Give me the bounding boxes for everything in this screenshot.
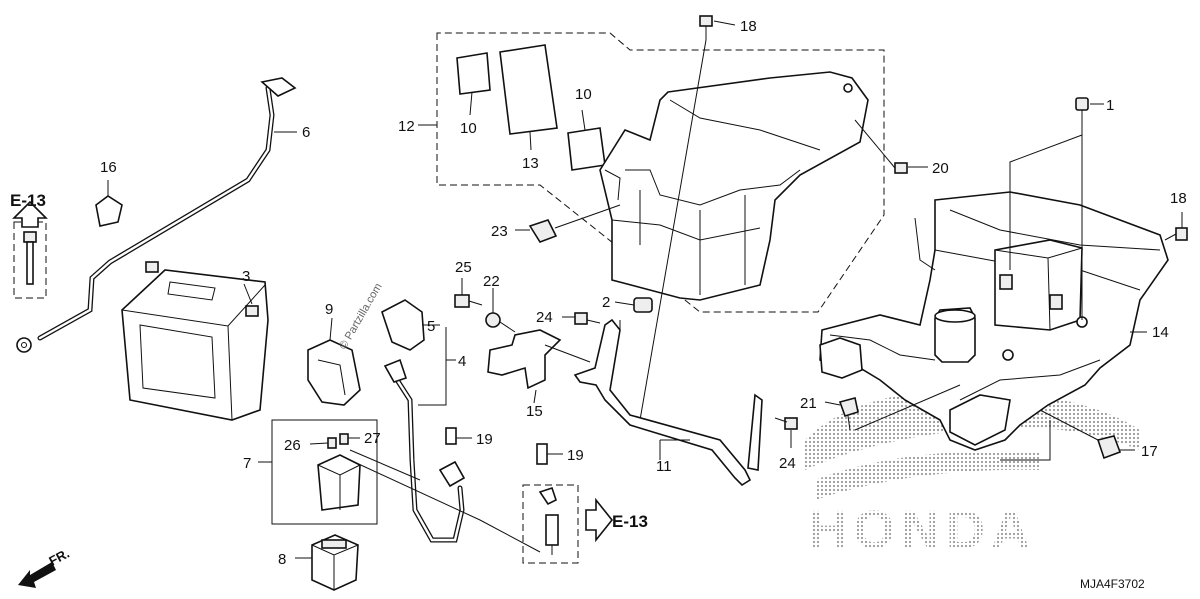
ref-arrow-right: E-13 (585, 497, 648, 543)
callout-13: 13 (522, 155, 539, 172)
connector-19-a (445, 427, 472, 445)
callout-24-a: 24 (536, 309, 553, 326)
callout-14: 14 (1152, 324, 1169, 341)
bolt-25 (454, 278, 483, 308)
callout-15: 15 (526, 403, 543, 420)
battery-3 (121, 261, 269, 421)
grommet-2 (614, 297, 653, 313)
ref-label-top-left: E-13 (10, 191, 46, 210)
callout-16: 16 (100, 159, 117, 176)
dashed-group-12 (418, 32, 885, 313)
collar-22 (485, 288, 516, 333)
cover-5 (381, 299, 440, 351)
callout-12: 12 (398, 118, 415, 135)
relay-8 (295, 534, 359, 591)
callout-22: 22 (483, 273, 500, 290)
callouts: 1 2 3 4 5 6 7 8 9 10 10 11 12 13 14 15 1… (100, 18, 1187, 568)
callout-19-a: 19 (476, 431, 493, 448)
front-arrow: FR. (18, 546, 72, 588)
pad-10-right (567, 109, 606, 171)
diagram-code: MJA4F3702 (1080, 577, 1145, 591)
cable-6 (16, 77, 297, 353)
callout-5: 5 (427, 318, 435, 335)
bolt-20 (854, 119, 928, 174)
callout-19-b: 19 (567, 447, 584, 464)
callout-27: 27 (364, 430, 381, 447)
callout-25: 25 (455, 259, 472, 276)
bolt-24-a (562, 312, 601, 325)
callout-8: 8 (278, 551, 286, 568)
ref-arrow-up: E-13 (10, 191, 48, 228)
starter-relay-7 (258, 419, 541, 553)
ref-label-bottom: E-13 (612, 512, 648, 531)
callout-1: 1 (1106, 97, 1114, 114)
callout-17: 17 (1141, 443, 1158, 460)
pad-10-left (456, 52, 491, 116)
tray-14 (819, 191, 1169, 451)
bracket-15 (487, 329, 591, 404)
honda-wing-watermark: HONDA (805, 389, 1140, 560)
honda-watermark-text: HONDA (808, 500, 1036, 560)
cable-4 (383, 327, 466, 543)
site-watermark: © Partzilla.com (337, 281, 384, 351)
callout-10-left: 10 (460, 120, 477, 137)
callout-7: 7 (243, 455, 251, 472)
callout-2: 2 (602, 294, 610, 311)
callout-6: 6 (302, 124, 310, 141)
terminal-cover-9 (307, 317, 361, 406)
clamp-16 (95, 180, 123, 227)
callout-18-right: 18 (1170, 190, 1187, 207)
bolt-21 (824, 384, 961, 431)
callout-20: 20 (932, 160, 949, 177)
callout-26: 26 (284, 437, 301, 454)
callout-4: 4 (458, 353, 466, 370)
callout-18-top: 18 (740, 18, 757, 35)
callout-10-right: 10 (575, 86, 592, 103)
bolt-24-b (774, 417, 798, 448)
bolt-18-top (639, 15, 736, 421)
bolt-18-right (1164, 212, 1188, 241)
pad-13 (499, 44, 558, 151)
fuse-group (522, 484, 579, 564)
grommet-17 (1000, 409, 1135, 461)
callout-3: 3 (242, 268, 250, 285)
connector-19-b (536, 443, 563, 465)
battery-holder-11 (573, 318, 763, 487)
callout-24-b: 24 (779, 455, 796, 472)
nut-1 (1009, 97, 1104, 320)
bolt-e13 (13, 221, 47, 299)
callout-9: 9 (325, 301, 333, 318)
battery-case-1 (599, 71, 869, 301)
callout-11: 11 (656, 458, 672, 475)
callout-23: 23 (491, 223, 508, 240)
clip-23 (515, 204, 621, 243)
callout-21: 21 (800, 395, 817, 412)
